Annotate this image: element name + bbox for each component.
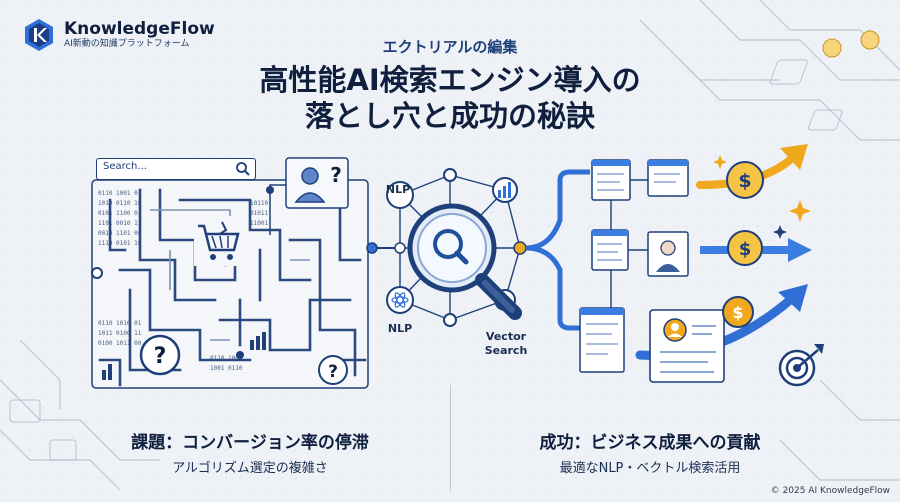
left-caption: 課題：コンバージョン率の停滞 アルゴリズム選定の複雑さ: [40, 428, 460, 476]
search-input[interactable]: Search...: [96, 158, 256, 180]
svg-text:?: ?: [330, 163, 342, 187]
search-placeholder: Search...: [103, 161, 147, 172]
search-icon[interactable]: [235, 161, 251, 177]
profile-card-icon: [647, 231, 725, 383]
svg-text:1010 0110 10: 1010 0110 10: [98, 200, 142, 207]
magnifier-icon: [407, 203, 522, 320]
svg-text:$: $: [739, 239, 752, 260]
svg-text:1001 0110: 1001 0110: [210, 365, 243, 372]
question-icon-small: ?: [318, 355, 348, 385]
node-label-nlp-top: NLP: [385, 183, 411, 196]
title-line-2: 落とし穴と成功の秘訣: [304, 99, 595, 133]
svg-text:0110 1001: 0110 1001: [210, 355, 243, 362]
vector-label: Vector: [485, 330, 527, 343]
svg-text:0110 1010 01: 0110 1010 01: [98, 320, 142, 327]
page-title: 高性能AI検索エンジン導入の 落とし穴と成功の秘訣: [0, 62, 900, 134]
broken-cart-icon: [194, 216, 242, 266]
copyright: © 2025 AI KnowledgeFlow: [770, 486, 890, 496]
right-caption-subtitle: 最適なNLP・ベクトル検索活用: [559, 461, 741, 476]
left-caption-title: 課題：コンバージョン率の停滞: [131, 433, 369, 453]
search-label: Search: [484, 344, 528, 357]
left-caption-subtitle: アルゴリズム選定の複雑さ: [172, 461, 328, 476]
user-question-icon: ?: [285, 157, 349, 209]
svg-text:?: ?: [328, 362, 338, 382]
svg-text:$: $: [732, 303, 743, 322]
svg-text:0100 1011 00: 0100 1011 00: [98, 340, 142, 347]
svg-text:01011: 01011: [250, 210, 268, 217]
title-line-1: 高性能AI検索エンジン導入の: [259, 63, 641, 97]
svg-text:$: $: [738, 170, 751, 192]
node-label-nlp-bottom: NLP: [387, 322, 413, 335]
node-label-vector-search: Vector Search: [478, 330, 534, 358]
svg-text:11001: 11001: [250, 220, 268, 227]
svg-text:1011 0100 11: 1011 0100 11: [98, 330, 142, 337]
bar-chart-icon: [102, 332, 266, 380]
binary-data: 0110 1001 01 1010 0110 10 0101 1100 01 1…: [98, 190, 268, 372]
target-icon: [778, 344, 824, 387]
brand-tagline: AI新動の知識プラットフォーム: [64, 39, 190, 49]
right-caption-title: 成功：ビジネス成果への貢献: [539, 433, 761, 453]
svg-text:0010 1101 00: 0010 1101 00: [98, 230, 142, 237]
brand[interactable]: KnowledgeFlow AI新動の知識プラットフォーム: [22, 18, 215, 52]
svg-text:1101 0010 11: 1101 0010 11: [98, 220, 142, 227]
svg-text:?: ?: [154, 344, 167, 369]
dollar-coin-icon: $ $ $: [722, 161, 764, 328]
brand-name: KnowledgeFlow: [64, 19, 215, 39]
svg-text:1110 0101 10: 1110 0101 10: [98, 240, 142, 247]
question-icon: ?: [139, 334, 181, 376]
svg-text:10110: 10110: [250, 200, 268, 207]
knowledgeflow-logo-icon: [25, 19, 53, 51]
right-caption: 成功：ビジネス成果への貢献 最適なNLP・ベクトル検索活用: [440, 428, 860, 476]
divider: [450, 385, 451, 490]
svg-text:0110 1001 01: 0110 1001 01: [98, 190, 142, 197]
eyebrow-label: エクトリアルの編集: [382, 38, 518, 56]
svg-text:0101 1100 01: 0101 1100 01: [98, 210, 142, 217]
